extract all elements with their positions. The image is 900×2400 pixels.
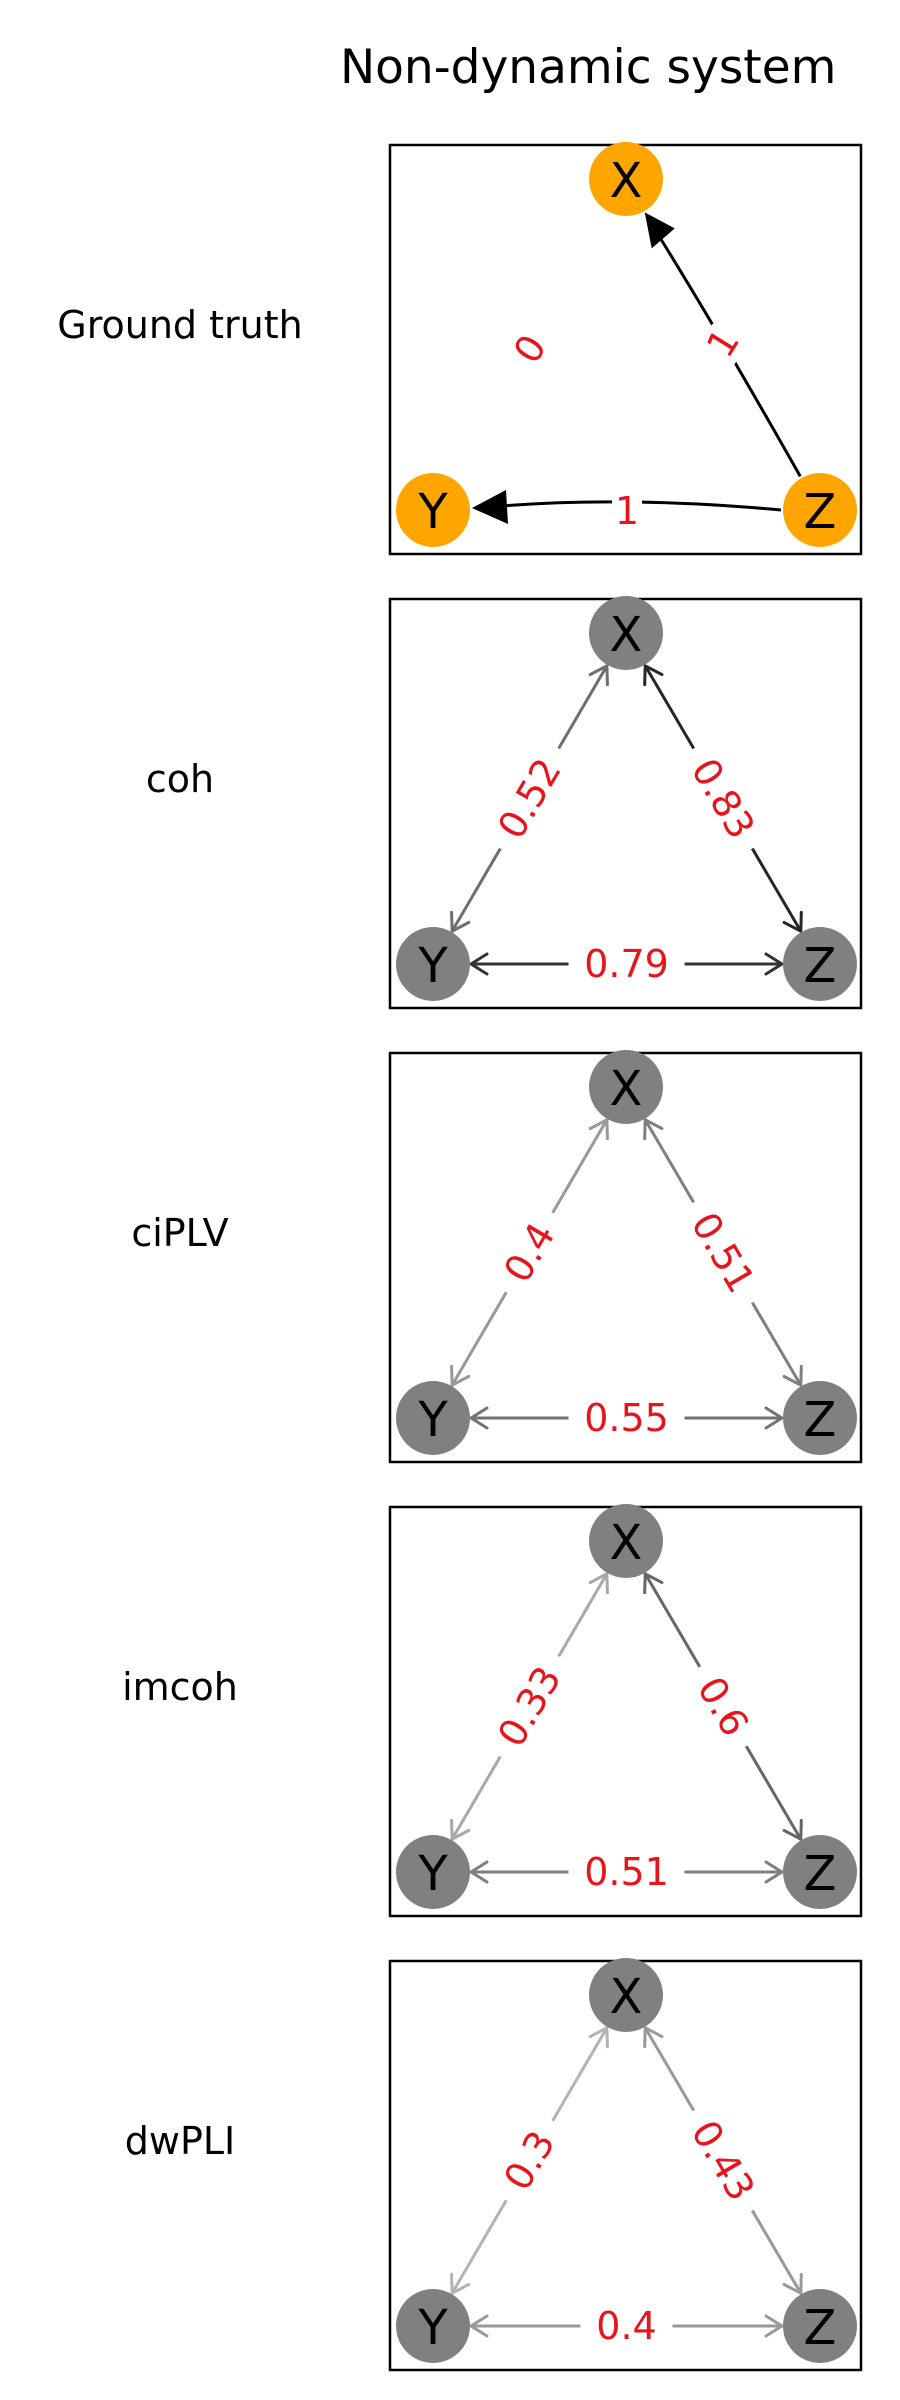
label-backing — [487, 1201, 572, 1304]
arrowhead — [450, 1364, 471, 1387]
arrowhead — [469, 1406, 489, 1430]
label-backing — [580, 2304, 673, 2348]
node-z — [783, 2289, 857, 2363]
node-label-y: Y — [417, 2300, 448, 2356]
node-label-z: Z — [804, 2300, 837, 2356]
edge-label-z-x: 1 — [698, 321, 748, 365]
figure-title: Non-dynamic system — [340, 40, 837, 95]
edge-label-y-z: 0.55 — [584, 1396, 669, 1440]
nodes: X Y Z — [396, 1958, 857, 2363]
panel-label-dwpli: dwPLI — [124, 2119, 236, 2163]
node-label-y: Y — [417, 1392, 448, 1448]
arrowhead — [450, 1818, 471, 1841]
arrowhead — [450, 910, 471, 933]
node-label-x: X — [610, 1969, 643, 2025]
arrowhead — [588, 2026, 609, 2049]
arrowhead — [782, 2272, 803, 2295]
label-backing — [568, 1850, 685, 1894]
panel-label-ground-truth: Ground truth — [57, 303, 303, 347]
node-label-y: Y — [417, 938, 448, 994]
node-label-x: X — [610, 1515, 643, 1571]
node-x — [589, 1050, 663, 1124]
arrowhead — [782, 1364, 803, 1387]
node-label-y: Y — [417, 1846, 448, 1902]
node-label-x: X — [610, 607, 643, 663]
nodes: X Y Z — [396, 596, 857, 1001]
nodes: X Y Z — [396, 1050, 857, 1455]
edge-label-y-z: 0.51 — [584, 1850, 669, 1894]
node-label-z: Z — [804, 484, 837, 540]
panel-0: 1 1 0 X Y Z — [388, 142, 863, 556]
arrowhead — [764, 1860, 784, 1884]
edges: 1 1 0 — [472, 212, 802, 533]
node-y — [396, 473, 470, 547]
label-backing — [481, 737, 578, 860]
nodes: X Y Z — [396, 1504, 857, 1909]
node-label-z: Z — [804, 1392, 837, 1448]
node-y — [396, 1381, 470, 1455]
edge-label-x-y: 0 — [505, 327, 555, 371]
label-backing — [680, 1655, 766, 1758]
arrowhead — [643, 2026, 664, 2049]
edge-label-y-z: 0.4 — [596, 2304, 656, 2348]
arrowhead — [588, 1572, 609, 1595]
node-label-y: Y — [417, 484, 448, 540]
arrowhead — [764, 1406, 784, 1430]
node-label-x: X — [610, 153, 643, 209]
node-label-z: Z — [804, 938, 837, 994]
edge-label-z-y: 1 — [615, 489, 639, 533]
label-backing — [568, 1396, 685, 1440]
node-x — [589, 142, 663, 216]
node-label-x: X — [610, 1061, 643, 1117]
arrowhead — [782, 910, 803, 933]
arrowhead-y — [472, 490, 508, 524]
panel-label-coh: coh — [145, 757, 215, 801]
label-backing — [568, 942, 685, 986]
arrowhead — [782, 1818, 803, 1841]
node-z — [783, 1381, 857, 1455]
nodes: X Y Z — [396, 142, 857, 547]
node-x — [589, 1504, 663, 1578]
node-x — [589, 1958, 663, 2032]
arrowhead — [469, 952, 489, 976]
arrowhead — [450, 2272, 471, 2295]
arrowhead — [469, 2314, 489, 2338]
node-y — [396, 2289, 470, 2363]
arrowhead — [588, 664, 609, 687]
arrowhead — [764, 952, 784, 976]
node-y — [396, 927, 470, 1001]
panel-label-ciplv: ciPLV — [131, 1211, 229, 1255]
label-backing — [699, 323, 747, 367]
node-label-z: Z — [804, 1846, 837, 1902]
arrowhead — [643, 1118, 664, 1141]
node-z — [783, 1835, 857, 1909]
label-backing — [481, 1645, 578, 1768]
arrowhead — [469, 1860, 489, 1884]
label-backing — [612, 490, 642, 530]
arrowhead — [764, 2314, 784, 2338]
label-backing — [487, 2109, 572, 2212]
label-backing — [674, 2099, 772, 2222]
arrowhead-x — [644, 212, 675, 249]
arrowhead — [643, 664, 664, 687]
arrowhead — [588, 1118, 609, 1141]
label-backing — [674, 1191, 772, 1314]
arrowhead — [643, 1572, 664, 1595]
node-y — [396, 1835, 470, 1909]
node-z — [783, 473, 857, 547]
panel-label-imcoh: imcoh — [122, 1665, 238, 1709]
edge-label-y-z: 0.79 — [584, 942, 669, 986]
node-x — [589, 596, 663, 670]
label-backing — [674, 737, 772, 860]
node-z — [783, 927, 857, 1001]
